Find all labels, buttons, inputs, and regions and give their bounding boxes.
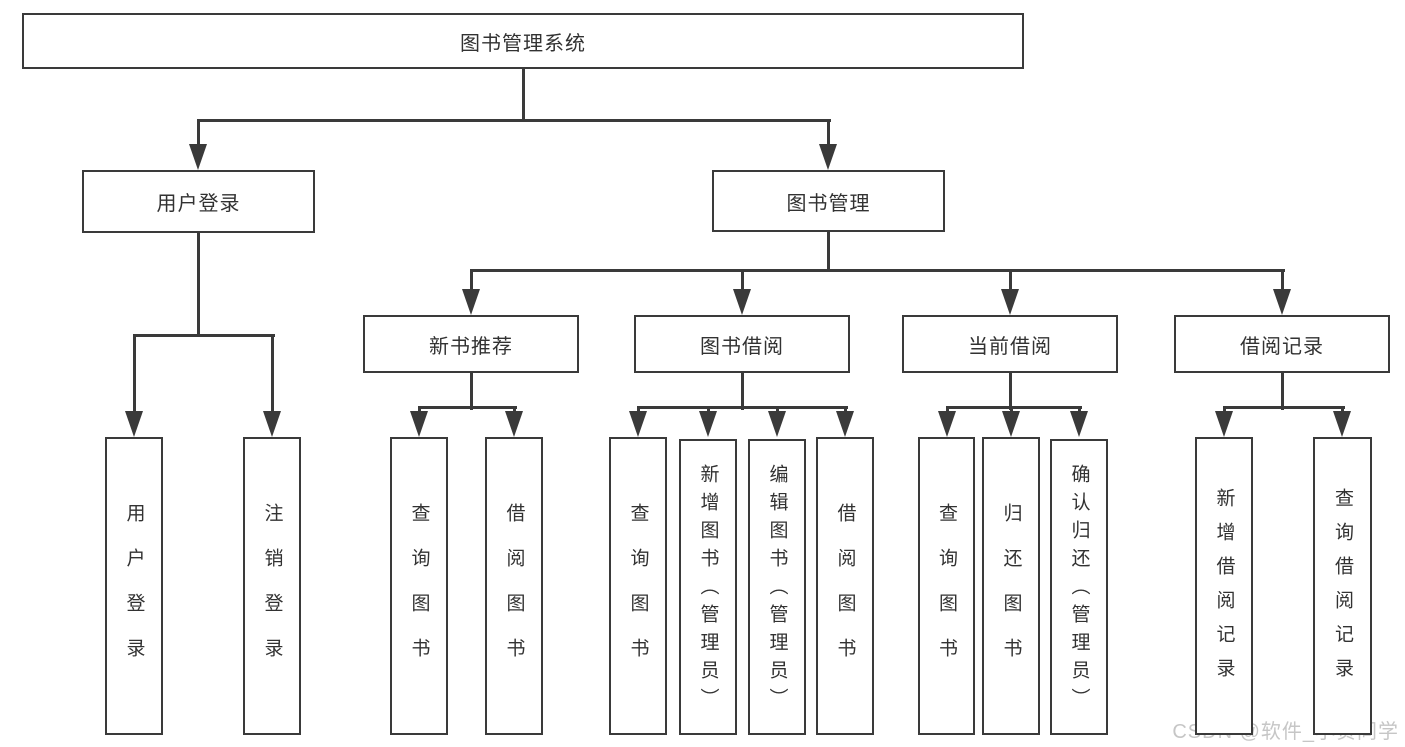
node-leaf-query-book-3: 查询图书 <box>918 437 975 735</box>
arrow-down-icon <box>629 411 647 437</box>
node-label: 用户登录 <box>123 502 145 683</box>
node-label: 借阅图书 <box>834 502 856 683</box>
node-label: 图书管理 <box>786 192 871 215</box>
node-leaf-query-book-2: 查询图书 <box>609 437 667 735</box>
node-book-mgmt: 图书管理 <box>712 170 945 232</box>
connector-line <box>469 268 1285 272</box>
arrow-down-icon <box>410 411 428 437</box>
node-leaf-add-borrow-record: 新增借阅记录 <box>1195 437 1253 735</box>
connector-line <box>132 333 275 337</box>
node-leaf-query-book-1: 查询图书 <box>390 437 448 735</box>
node-label: 图书管理系统 <box>460 32 586 55</box>
node-leaf-add-book: 新增图书（管理员） <box>679 439 737 735</box>
node-label: 用户登录 <box>156 193 241 215</box>
node-leaf-logout: 注销登录 <box>243 437 301 735</box>
node-label: 查询图书 <box>936 502 957 683</box>
connector-line <box>132 335 136 417</box>
arrow-down-icon <box>462 289 480 315</box>
node-label: 注销登录 <box>261 502 283 683</box>
arrow-down-icon <box>819 144 837 170</box>
node-leaf-edit-book: 编辑图书（管理员） <box>748 439 806 735</box>
node-label: 借阅图书 <box>503 502 525 683</box>
connector-line <box>270 335 274 417</box>
connector-line <box>945 405 1082 409</box>
node-label: 新增借阅记录 <box>1213 488 1235 692</box>
node-label: 查询图书 <box>408 502 430 683</box>
node-new-book-rec: 新书推荐 <box>363 315 579 373</box>
connector-line <box>1008 270 1012 295</box>
arrow-down-icon <box>836 411 854 437</box>
arrow-down-icon <box>263 411 281 437</box>
node-book-borrow: 图书借阅 <box>634 315 850 373</box>
arrow-down-icon <box>1002 411 1020 437</box>
arrow-down-icon <box>1273 289 1291 315</box>
connector-line <box>740 270 744 295</box>
connector-line <box>636 405 848 409</box>
connector-line <box>196 118 831 122</box>
node-current-borrow: 当前借阅 <box>902 315 1118 373</box>
connector-line <box>469 373 473 410</box>
node-leaf-return-book: 归还图书 <box>982 437 1040 735</box>
arrow-down-icon <box>1215 411 1233 437</box>
node-label: 查询借阅记录 <box>1332 488 1353 692</box>
node-label: 当前借阅 <box>968 335 1052 358</box>
connector-line <box>469 270 473 295</box>
connector-line <box>521 69 525 122</box>
node-label: 归还图书 <box>1000 502 1022 683</box>
arrow-down-icon <box>699 411 717 437</box>
node-user-login: 用户登录 <box>82 170 315 233</box>
connector-line <box>196 120 200 150</box>
connector-line <box>740 373 744 410</box>
node-leaf-confirm-return: 确认归还（管理员） <box>1050 439 1108 735</box>
arrow-down-icon <box>733 289 751 315</box>
arrow-down-icon <box>1333 411 1351 437</box>
node-leaf-borrow-book-2: 借阅图书 <box>816 437 874 735</box>
connector-line <box>826 120 830 150</box>
arrow-down-icon <box>1070 411 1088 437</box>
node-leaf-user-login: 用户登录 <box>105 437 163 735</box>
connector-line <box>417 405 517 409</box>
node-label: 图书借阅 <box>700 335 784 358</box>
node-label: 新书推荐 <box>429 335 513 358</box>
node-label: 查询图书 <box>627 502 649 683</box>
connector-line <box>1008 373 1012 410</box>
node-borrow-records: 借阅记录 <box>1174 315 1390 373</box>
node-label: 编辑图书（管理员） <box>766 463 788 716</box>
arrow-down-icon <box>189 144 207 170</box>
connector-line <box>1222 405 1345 409</box>
connector-line <box>1280 373 1284 410</box>
arrow-down-icon <box>938 411 956 437</box>
arrow-down-icon <box>505 411 523 437</box>
node-leaf-borrow-book-1: 借阅图书 <box>485 437 543 735</box>
arrow-down-icon <box>768 411 786 437</box>
connector-line <box>196 233 200 337</box>
node-label: 新增图书（管理员） <box>697 463 719 716</box>
arrow-down-icon <box>1001 289 1019 315</box>
connector-line <box>826 232 830 272</box>
node-leaf-query-borrow-record: 查询借阅记录 <box>1313 437 1372 735</box>
node-label: 借阅记录 <box>1240 335 1324 358</box>
node-label: 确认归还（管理员） <box>1068 463 1090 716</box>
connector-line <box>1280 270 1284 295</box>
node-root: 图书管理系统 <box>22 13 1024 69</box>
arrow-down-icon <box>125 411 143 437</box>
